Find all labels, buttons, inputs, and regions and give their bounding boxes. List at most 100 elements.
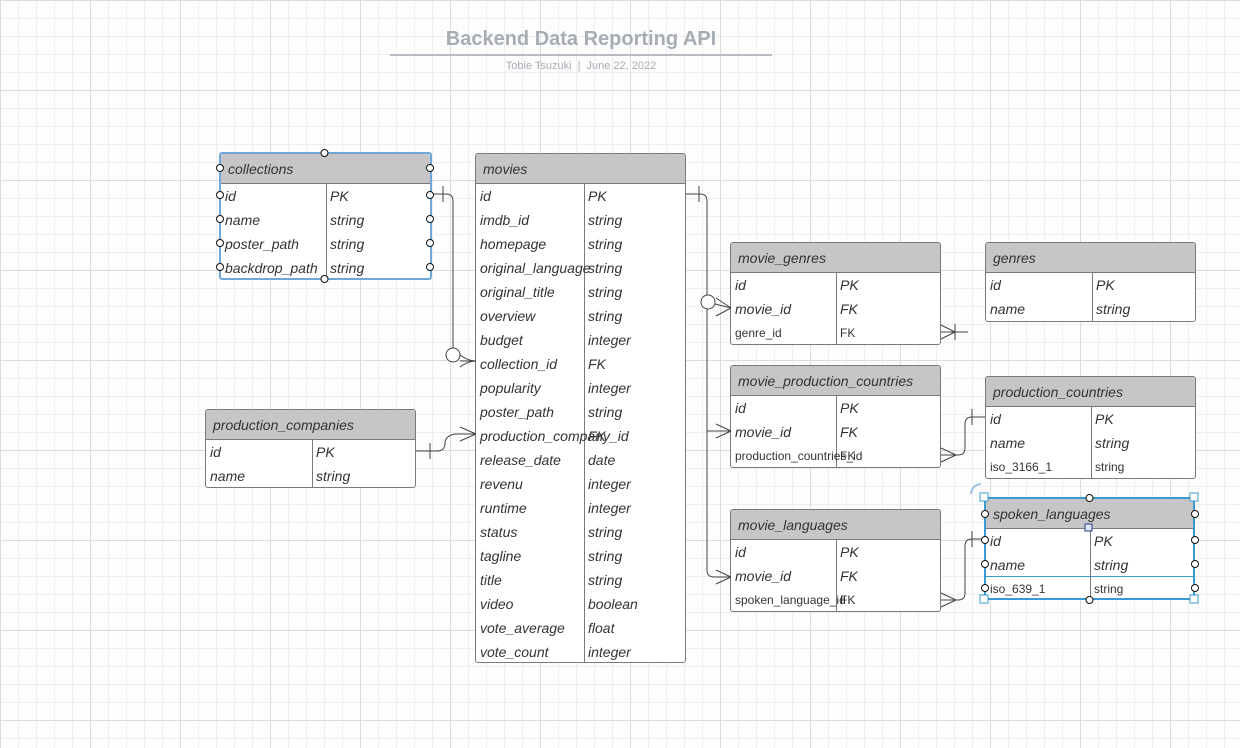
field-type: FK: [840, 301, 858, 317]
many-marker: [459, 426, 477, 442]
field-type: integer: [588, 644, 631, 660]
table-header[interactable]: movies: [476, 154, 685, 184]
field-type: integer: [588, 380, 631, 396]
connector-mpc-production-countries: [941, 416, 985, 456]
table-row[interactable]: id PK: [986, 273, 1195, 297]
table-header[interactable]: movie_genres: [731, 243, 940, 273]
many-marker: [940, 592, 957, 608]
field-type: string: [1095, 460, 1125, 474]
field-name: imdb_id: [480, 212, 530, 228]
field-type: string: [1094, 582, 1124, 596]
field-name: spoken_language_id: [735, 593, 846, 607]
field-name: id: [990, 277, 1001, 293]
table-row[interactable]: movie_id FK: [731, 297, 940, 321]
table-header[interactable]: genres: [986, 243, 1195, 273]
table-row[interactable]: status string: [476, 520, 685, 544]
table-header[interactable]: collections: [221, 154, 430, 184]
zero-marker: [700, 294, 716, 310]
subtitle-separator: |: [577, 60, 581, 72]
table-header[interactable]: production_countries: [986, 377, 1195, 407]
field-name: status: [480, 524, 518, 540]
connector-production-companies-movies: [416, 433, 476, 452]
field-type: FK: [588, 356, 606, 372]
field-type: string: [588, 260, 623, 276]
field-type: string: [588, 404, 623, 420]
field-name: movie_id: [735, 301, 792, 317]
field-type: PK: [1095, 411, 1114, 427]
field-type: PK: [840, 277, 859, 293]
date: June 22, 2022: [586, 60, 657, 72]
table-header[interactable]: movie_production_countries: [731, 366, 940, 396]
field-name: title: [480, 572, 502, 588]
connector-collections-movies: [432, 193, 454, 355]
rotate-handle-icon: [970, 483, 982, 495]
field-name: original_language: [480, 260, 591, 276]
field-name: id: [210, 444, 221, 460]
field-name: production_countries_id: [735, 449, 863, 463]
table-header[interactable]: spoken_languages: [986, 499, 1193, 529]
diagram-title-block: Backend Data Reporting API Tobie Tsuzuki…: [390, 28, 772, 72]
field-type: PK: [588, 188, 607, 204]
field-name: name: [990, 301, 1026, 317]
column-divider: [1092, 273, 1093, 321]
field-type: PK: [1096, 277, 1115, 293]
table-header[interactable]: movie_languages: [731, 510, 940, 540]
field-name: runtime: [480, 500, 527, 516]
table-header[interactable]: production_companies: [206, 410, 415, 440]
field-type: integer: [588, 476, 631, 492]
field-name: movie_id: [735, 424, 792, 440]
field-type: FK: [840, 593, 856, 607]
column-divider: [836, 273, 837, 344]
field-type: string: [588, 524, 623, 540]
